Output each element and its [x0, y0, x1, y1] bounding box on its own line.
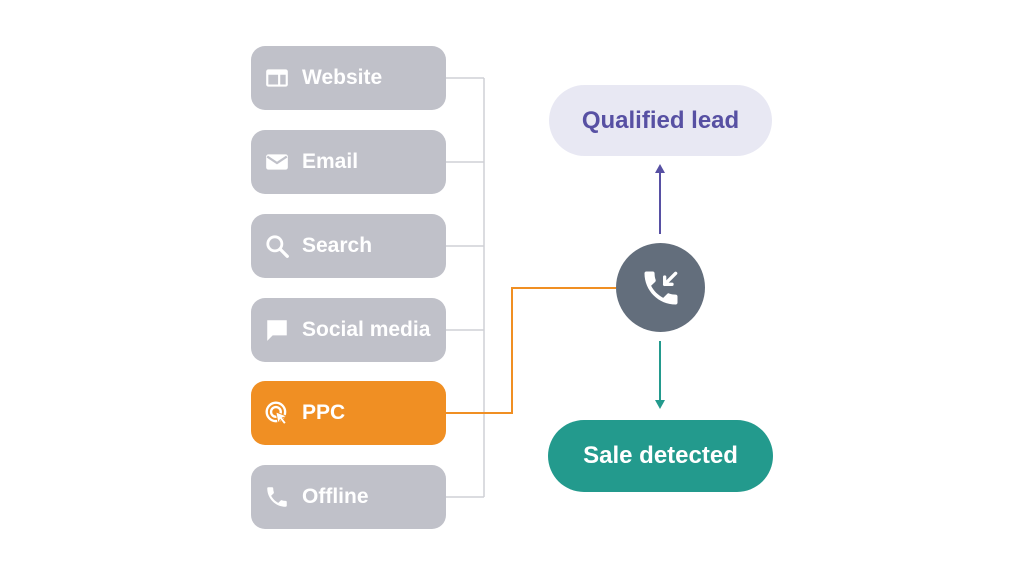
source-email: Email: [251, 130, 446, 194]
outcome-sale-detected: Sale detected: [548, 420, 773, 492]
click-target-icon: [264, 400, 290, 426]
arrow-to-qualified-head: [655, 164, 665, 173]
outcome-qualified-lead: Qualified lead: [549, 85, 772, 156]
source-label: Email: [302, 150, 359, 173]
browser-window-icon: [264, 65, 290, 91]
source-label: PPC: [302, 401, 346, 424]
arrow-to-sale-head: [655, 400, 665, 409]
source-label: Search: [302, 234, 373, 257]
source-offline: Offline: [251, 465, 446, 529]
phone-icon: [264, 484, 290, 510]
source-website: Website: [251, 46, 446, 110]
incoming-call-icon: [639, 266, 683, 310]
source-label: Offline: [302, 485, 369, 508]
source-search: Search: [251, 214, 446, 278]
source-label: Website: [302, 66, 383, 89]
connector-ppc-to-call: [446, 287, 616, 414]
magnifier-icon: [264, 233, 290, 259]
incoming-call-node: [616, 243, 705, 332]
chat-bubble-icon: [264, 317, 290, 343]
envelope-icon: [264, 149, 290, 175]
source-ppc: PPC: [251, 381, 446, 445]
source-social-media: Social media: [251, 298, 446, 362]
source-label: Social media: [302, 318, 431, 341]
